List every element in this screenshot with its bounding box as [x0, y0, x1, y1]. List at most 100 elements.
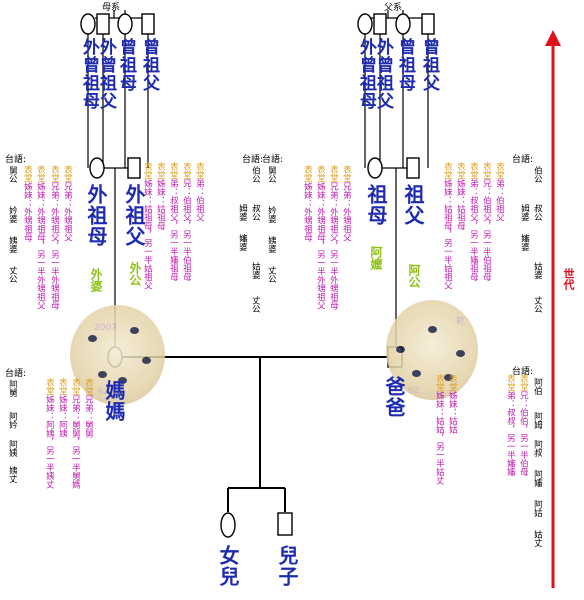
left-mid-tw-b: 姆婆 [237, 204, 248, 221]
right-lower-tw-e: 阿姑 [532, 500, 543, 517]
maternal-outer-great-grandmother-name: 外曾祖母 [79, 38, 99, 110]
left-mid-tw-f: 丈公 [250, 296, 261, 313]
node-paternal-outer-great-grandfather [373, 13, 387, 35]
right-lower-tw-label: 台語: [512, 367, 534, 377]
seal-right: 乾 62 [386, 300, 478, 400]
left-mid-col-5: 表堂弟：伯祖父 [194, 162, 205, 222]
right-lower-tw-d: 阿嬸 [532, 470, 543, 487]
maternal-grandfather-name: 外祖父 [122, 184, 146, 247]
left-upper-col-4: 表堂兄弟：外甥祖父 [62, 165, 73, 242]
left-lower-col-4: 表堂兄弟：舅舅 [83, 378, 94, 438]
right-upper-col-3: 表堂弟：叔祖父，另一半嬸祖母 [468, 162, 479, 281]
left-upper-col-2: 表堂姊妹：外甥祖母，另一半外甥祖父 [35, 165, 46, 310]
paternal-grandmother-name: 祖母 [364, 184, 388, 226]
paternal-outer-great-grandfather-name: 外曾祖父 [373, 38, 393, 110]
node-paternal-great-grandmother [395, 13, 411, 35]
generation-arrow-label: 世代 [562, 268, 575, 290]
left-upper-col-3: 表堂兄弟：外甥祖父，另一半外甥祖母 [49, 165, 60, 310]
right-upper-tw-label: 台語: [512, 155, 534, 165]
left-lower-tw-b: 阿妗 [7, 412, 18, 429]
node-son [277, 512, 293, 536]
right-lower-col-1: 表堂姊妹：姑姑，另一半姑丈 [434, 374, 445, 485]
node-paternal-grandfather [406, 157, 420, 179]
right-upper-tw-a: 伯公 [532, 166, 543, 183]
right-lower-tw-a: 阿伯 [532, 378, 543, 395]
left-mid-tw-e: 姑婆 [250, 262, 261, 279]
left-lower-tw-c: 阿姨 [7, 440, 18, 457]
right-left-tw-a: 舅公 [266, 166, 277, 183]
left-upper-tw-c: 姨婆 [7, 236, 18, 253]
left-mid-tw-d: 嬸婆 [237, 234, 248, 251]
right-upper-tw-f: 丈公 [532, 296, 543, 313]
maternal-grandfather-taiwanese: 外公 [128, 262, 142, 286]
paternal-grandmother-taiwanese: 阿嬤 [369, 246, 383, 270]
maternal-side-heading: 母系 [102, 3, 121, 13]
generation-arrow-head [545, 30, 561, 46]
left-lower-col-3: 表堂兄弟：舅舅，另一半舅媽 [70, 378, 81, 489]
paternal-great-grandmother-name: 曾祖母 [395, 38, 415, 92]
node-maternal-great-grandmother [117, 13, 133, 35]
father-name: 爸爸 [382, 376, 406, 418]
node-maternal-grandfather [127, 157, 141, 179]
maternal-great-grandmother-name: 曾祖母 [116, 38, 136, 92]
maternal-great-grandfather-name: 曾祖父 [139, 38, 159, 92]
node-maternal-outer-great-grandfather [96, 13, 110, 35]
node-paternal-great-grandfather [421, 13, 435, 35]
right-lower-col-3: 表堂弟：叔叔，另一半嬸嬸 [505, 374, 516, 476]
left-upper-tw-d: 丈公 [7, 266, 18, 283]
seal-left-text-bottom: 6207 [98, 387, 121, 397]
left-upper-tw-label: 台語: [5, 155, 27, 165]
left-upper-col-1: 表堂姊妹：外甥祖母 [22, 165, 33, 242]
paternal-grandfather-taiwanese: 阿公 [407, 264, 421, 288]
left-upper-tw-b: 妗婆 [7, 206, 18, 223]
maternal-grandmother-taiwanese: 外婆 [89, 268, 103, 292]
right-upper-col-2: 表堂姊妹：姑祖母 [455, 162, 466, 230]
seal-left: 2007 6207 [70, 305, 165, 405]
seal-right-text-top: 乾 [456, 317, 466, 327]
left-lower-tw-d: 姨丈 [7, 466, 18, 483]
left-upper-tw-a: 舅公 [7, 166, 18, 183]
node-paternal-grandmother [367, 157, 383, 179]
right-lower-col-2: 表堂姊妹：姑姑 [447, 374, 458, 434]
paternal-side-heading: 父系 [384, 3, 403, 13]
right-upper-col-4: 表堂兄：伯祖父，另一半伯祖母 [481, 162, 492, 281]
left-mid-col-3: 表堂弟：叔祖父，另一半嬸祖母 [168, 162, 179, 281]
node-maternal-outer-great-grandmother [80, 13, 96, 35]
seal-left-text-top: 2007 [94, 323, 117, 333]
right-lower-col-4: 表堂兄：伯伯，另一半伯母 [518, 374, 529, 476]
left-lower-col-2: 表堂姊妹：阿姨 [57, 378, 68, 438]
left-lower-col-1: 表堂姊妹：阿姨，另一半姨丈 [44, 378, 55, 489]
paternal-great-grandfather-name: 曾祖父 [419, 38, 439, 92]
right-upper-tw-e: 姑婆 [532, 262, 543, 279]
node-daughter [220, 512, 236, 538]
right-lower-tw-f: 姑丈 [532, 530, 543, 547]
right-left-tw-label: 台語: [262, 155, 284, 165]
maternal-grandmother-name: 外祖母 [84, 184, 108, 247]
left-mid-tw-a: 伯公 [250, 166, 261, 183]
right-left-tw-b: 妗婆 [266, 206, 277, 223]
left-mid-col-4: 表堂兄：伯祖父，另一半伯祖母 [181, 162, 192, 281]
node-maternal-grandmother [89, 157, 105, 179]
seal-right-text-bottom: 62 [408, 386, 420, 396]
left-lower-tw-label: 台語: [5, 369, 27, 379]
node-paternal-outer-great-grandmother [357, 13, 373, 35]
paternal-outer-great-grandmother-name: 外曾祖母 [356, 38, 376, 110]
right-left-col-4: 表堂兄弟：外甥祖父 [341, 165, 352, 242]
right-left-tw-c: 姨婆 [266, 236, 277, 253]
maternal-outer-great-grandfather-name: 外曾祖父 [96, 38, 116, 110]
left-mid-col-2: 表堂姊妹：姑祖母 [155, 162, 166, 230]
left-mid-col-1: 表堂姊妹：姑祖母，另一半姑祖父 [142, 162, 153, 290]
right-upper-tw-b: 姆婆 [519, 204, 530, 221]
daughter-name: 女兒 [216, 545, 240, 587]
right-upper-tw-c: 叔公 [532, 204, 543, 221]
right-left-col-3: 表堂兄弟：外甥祖父，另一半外甥祖母 [328, 165, 339, 310]
right-left-col-2: 表堂姊妹：外甥祖母，另一半外甥祖父 [315, 165, 326, 310]
node-maternal-great-grandfather [141, 13, 155, 35]
left-mid-tw-label: 台語: [242, 155, 264, 165]
right-upper-tw-d: 嬸婆 [519, 234, 530, 251]
left-lower-tw-a: 阿舅 [7, 380, 18, 397]
right-lower-tw-b: 阿姆 [532, 412, 543, 429]
left-mid-tw-c: 叔公 [250, 204, 261, 221]
right-left-col-1: 表堂姊妹：外甥祖母 [302, 165, 313, 242]
